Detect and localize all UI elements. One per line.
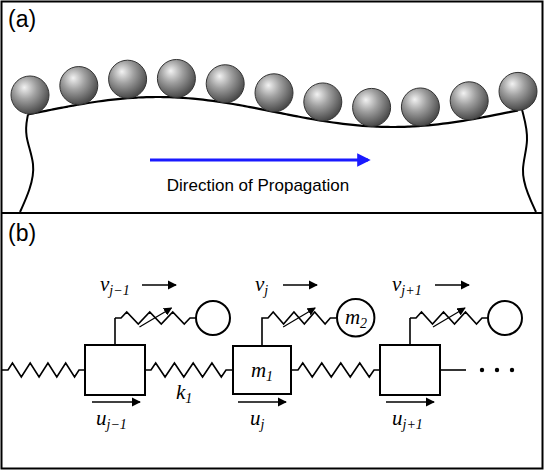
outer-mass-box	[380, 345, 440, 395]
resonator-mass: m2	[336, 298, 375, 337]
ellipsis-dot	[495, 368, 499, 372]
sphere	[11, 76, 49, 114]
sphere	[401, 88, 439, 126]
coupling-spring	[292, 363, 380, 377]
substrate-edge	[20, 114, 33, 212]
sphere	[304, 83, 342, 121]
sphere	[157, 59, 195, 97]
sphere	[353, 88, 391, 126]
mass-box: m1	[232, 345, 292, 395]
nonlinear-arrow	[433, 308, 465, 327]
sphere	[109, 60, 147, 98]
displacement-arrow	[92, 401, 140, 402]
displacement-arrow	[142, 284, 176, 285]
resonator-mass	[196, 301, 230, 335]
mass-label: m1	[251, 358, 273, 383]
sphere	[255, 74, 293, 112]
displacement-arrow	[283, 284, 317, 285]
variable-label: uj	[250, 406, 264, 430]
displacement-arrow	[435, 284, 469, 285]
outer-mass-box	[85, 345, 145, 395]
sphere	[206, 65, 244, 103]
resonator-link	[409, 318, 411, 345]
coupling-spring	[145, 363, 232, 377]
displacement-arrow	[386, 401, 434, 402]
sphere	[450, 82, 488, 120]
variable-label: uj+1	[392, 406, 423, 430]
nonlinear-arrow	[283, 308, 315, 327]
spring-stub	[440, 369, 466, 371]
panel-text: (b)	[8, 220, 36, 246]
resonator-link	[114, 318, 116, 345]
mass-label: m2	[345, 305, 367, 330]
variable-label: vj+1	[392, 272, 422, 296]
coupling-spring	[2, 363, 85, 377]
propagation-arrow	[150, 159, 368, 162]
ellipsis-dot	[480, 368, 484, 372]
variable-label: vj	[255, 272, 268, 296]
panel-text: (a)	[8, 6, 36, 32]
variable-label: k1	[176, 380, 192, 404]
ellipsis-dot	[510, 368, 514, 372]
nonlinear-arrow	[140, 308, 172, 327]
substrate-edge	[522, 110, 536, 212]
sphere	[60, 67, 98, 105]
displacement-arrow	[238, 401, 286, 402]
panel-divider	[2, 212, 543, 214]
sphere	[499, 72, 537, 110]
variable-label: vj−1	[100, 272, 130, 296]
resonator-mass	[488, 301, 522, 335]
variable-label: uj−1	[96, 406, 127, 430]
panel-text: Direction of Propagation	[167, 176, 349, 196]
